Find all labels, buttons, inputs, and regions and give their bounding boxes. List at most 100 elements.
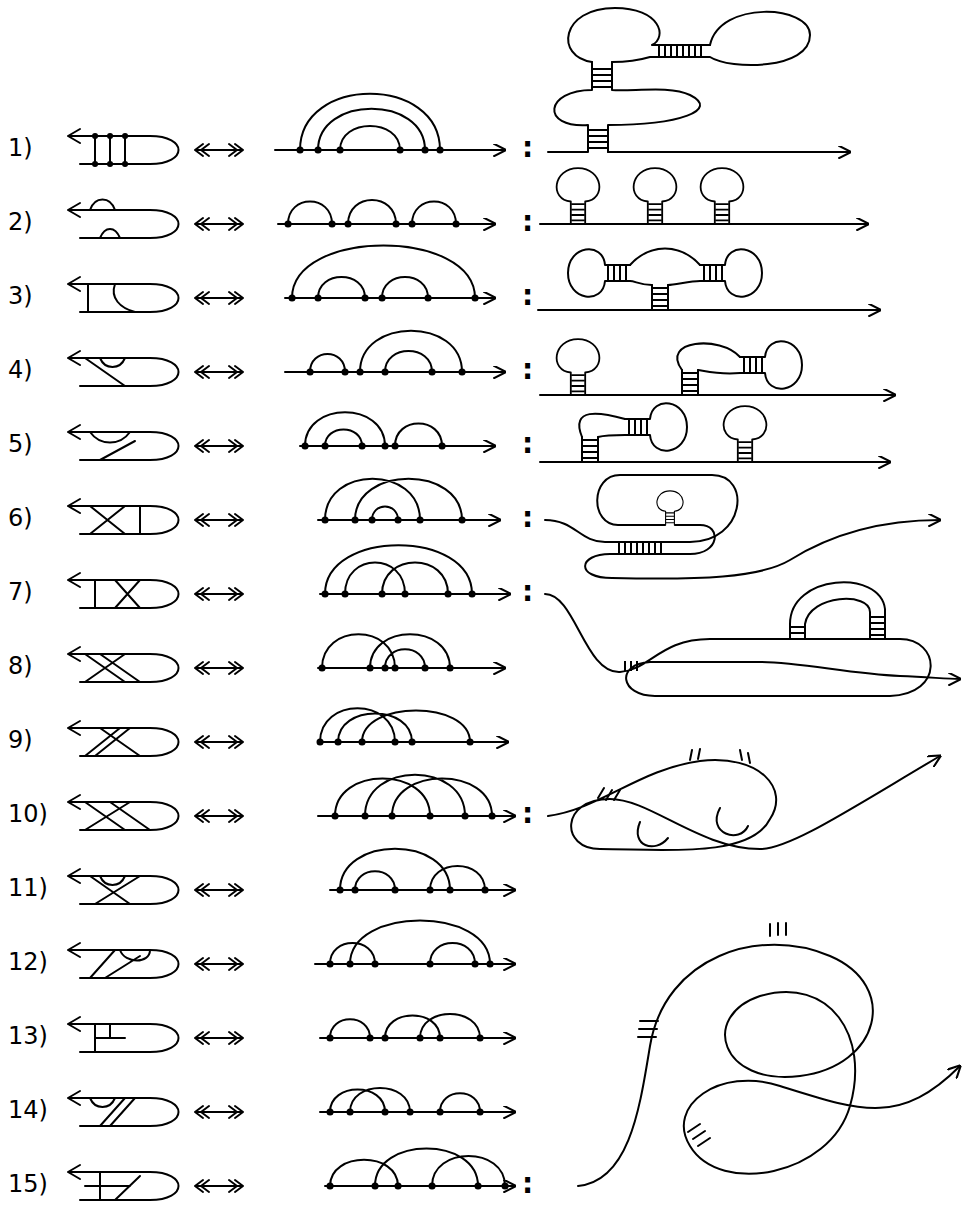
dots xyxy=(320,739,470,746)
dots xyxy=(305,443,442,450)
backbone xyxy=(275,149,505,151)
double-arrow xyxy=(195,1106,243,1118)
row-11 xyxy=(68,849,515,904)
strand xyxy=(760,662,960,679)
row-number: 13) xyxy=(8,1022,48,1051)
double-arrow xyxy=(195,588,243,600)
loop xyxy=(677,343,740,373)
backbone xyxy=(318,519,500,521)
arcs xyxy=(330,1014,480,1038)
dots xyxy=(340,887,485,894)
backbone xyxy=(320,1111,515,1113)
rna-fold-1 xyxy=(548,8,850,152)
strand xyxy=(608,62,700,152)
strand xyxy=(548,62,592,152)
arcs xyxy=(330,1088,480,1112)
chords xyxy=(90,876,140,904)
loop xyxy=(612,12,810,65)
row-number: 3) xyxy=(8,282,33,311)
knot-sketch xyxy=(68,351,179,386)
rungs xyxy=(870,616,885,638)
double-arrow xyxy=(195,514,243,526)
row-13 xyxy=(68,1014,515,1052)
arcs xyxy=(310,331,462,372)
hairpin xyxy=(700,249,762,297)
arcs xyxy=(292,246,475,299)
rna-fold-7 xyxy=(545,582,960,696)
strand xyxy=(540,223,868,225)
chords xyxy=(85,654,140,682)
knot xyxy=(548,756,940,850)
strand xyxy=(608,151,850,153)
double-arrow xyxy=(195,218,243,230)
row-6 xyxy=(68,475,940,579)
chords xyxy=(95,580,140,608)
double-arrow xyxy=(195,884,243,896)
rungs xyxy=(658,45,706,57)
dots xyxy=(325,517,462,524)
chords xyxy=(95,1024,125,1052)
dots xyxy=(325,591,472,598)
arcs xyxy=(322,634,450,668)
dots xyxy=(330,1109,480,1116)
arcs xyxy=(288,200,456,224)
double-arrow xyxy=(195,292,243,304)
rungs xyxy=(588,127,608,149)
separator-colon: : xyxy=(522,279,533,312)
separator-colon: : xyxy=(522,501,533,534)
chords xyxy=(85,728,140,756)
hairpin xyxy=(634,168,677,224)
dots xyxy=(300,147,440,154)
chords xyxy=(90,200,120,239)
backbone xyxy=(278,223,495,225)
row-number: 4) xyxy=(8,356,33,385)
row-5 xyxy=(68,412,495,460)
arcs xyxy=(325,545,472,594)
row-9 xyxy=(68,708,508,756)
arcs xyxy=(300,94,440,150)
row-number: 2) xyxy=(8,208,33,237)
arcs xyxy=(320,708,470,742)
backbone xyxy=(300,445,495,447)
strand xyxy=(545,475,737,542)
knot-sketch xyxy=(68,425,179,460)
knot-sketch xyxy=(68,721,179,756)
row-number: 9) xyxy=(8,726,33,755)
knot-sketch xyxy=(68,943,179,978)
backbone xyxy=(318,741,508,743)
backbone xyxy=(320,1037,515,1039)
double-arrow xyxy=(195,1180,243,1192)
row-number: 15) xyxy=(8,1170,48,1199)
row-number: 6) xyxy=(8,504,33,533)
separator-colon: : xyxy=(522,427,533,460)
stem xyxy=(582,437,598,462)
rungs xyxy=(592,64,612,88)
rna-fold-3 xyxy=(538,249,880,311)
loop xyxy=(638,808,748,846)
row-7 xyxy=(68,545,510,608)
double-arrow xyxy=(195,144,243,156)
dots xyxy=(330,1035,480,1042)
row-14 xyxy=(68,1088,515,1126)
row-number: 1) xyxy=(8,134,33,163)
chords xyxy=(85,1172,140,1200)
rungs xyxy=(638,923,786,1146)
separator-colon: : xyxy=(522,353,533,386)
arcs xyxy=(330,921,490,965)
strand xyxy=(545,594,931,696)
rungs xyxy=(618,543,662,554)
chords xyxy=(85,358,125,386)
double-arrow xyxy=(195,662,243,674)
rna-fold-4 xyxy=(540,339,895,395)
chords xyxy=(88,284,135,312)
separator-colon: : xyxy=(522,1167,533,1200)
double-arrow xyxy=(195,810,243,822)
strand xyxy=(540,394,895,396)
rungs xyxy=(598,749,750,800)
chords xyxy=(90,950,150,978)
row-2 xyxy=(68,168,868,238)
knot-sketch xyxy=(68,203,179,238)
knot-sketch xyxy=(68,795,179,830)
row-1 xyxy=(68,94,505,164)
knot-sketch xyxy=(68,1017,179,1052)
